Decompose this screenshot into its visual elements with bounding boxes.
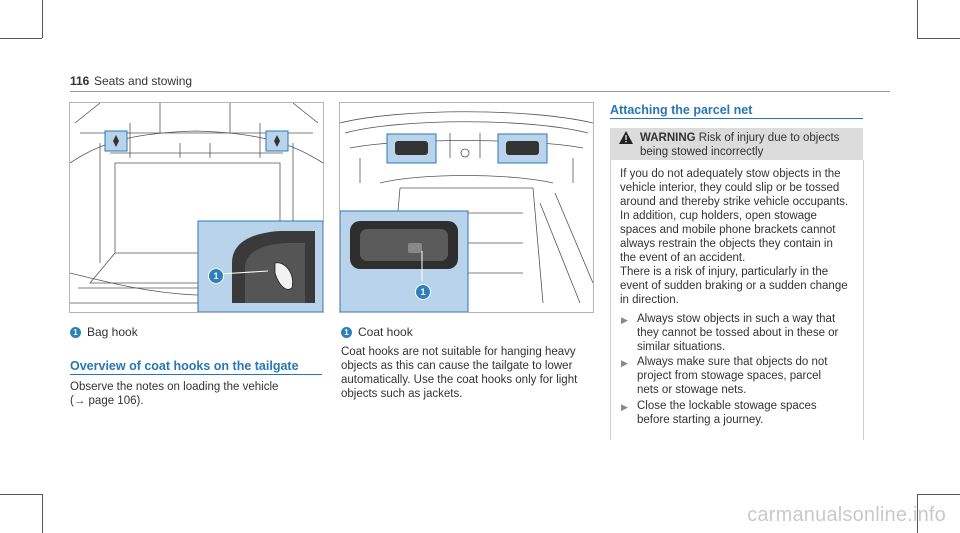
section-heading: Overview of coat hooks on the tailgate [70,359,299,373]
text-line: spaces and mobile phone brackets cannot [620,224,836,236]
bullet-arrow-icon: ▶ [621,315,628,325]
text-line: objects as this can cause the tailgate t… [341,360,573,372]
figure-caption: 1 Bag hook [70,325,138,339]
warning-triangle-icon [619,131,633,144]
header-divider [70,91,890,92]
text-line: automatically. Use the coat hooks only f… [341,374,578,386]
warning-line: being stowed incorrectly [640,146,764,158]
warning-paragraph: If you do not adequately stow objects in… [620,167,860,265]
warning-frame-right [863,160,864,440]
crop-mark [0,38,42,39]
callout-marker: 1 [341,327,352,339]
page-header-title: Seats and stowing [94,74,193,88]
text-line: There is a risk of injury, particularly … [620,266,829,278]
page-reference-link[interactable]: (→ page 106). [70,395,144,407]
watermark: carmanualsonline.info [747,504,946,526]
figure-caption: 1 Coat hook [341,325,413,339]
crop-mark [917,0,918,38]
instruction-item: Always stow objects in such a way that t… [637,313,839,353]
text-line: event of sudden braking or a sudden chan… [620,280,848,292]
section-divider [610,118,863,119]
caption-text: Coat hook [358,325,413,339]
text-line: in direction. [620,294,679,306]
crop-mark [917,494,960,495]
callout-marker: 1 [208,268,224,284]
section-heading: Attaching the parcel net [610,103,753,117]
text-line: Coat hooks are not suitable for hanging … [341,346,576,358]
instruction-item: Always make sure that objects do not pro… [637,356,828,396]
instruction-item: Close the lockable stowage spaces before… [637,400,817,426]
coat-hook-note: Coat hooks are not suitable for hanging … [341,345,596,401]
bullet-arrow-icon: ▶ [621,358,628,368]
text-line: always restrain the objects they contain… [620,238,833,250]
crop-mark [917,494,918,533]
warning-paragraph: There is a risk of injury, particularly … [620,265,860,307]
text-line: objects such as jackets. [341,388,463,400]
trunk-bag-hook-illustration: 1 [69,102,324,313]
callout-marker: 1 [415,284,431,300]
section-divider [70,374,322,375]
warning-label: WARNING [640,132,696,144]
tailgate-coat-hook-illustration: 1 [339,102,594,313]
warning-frame-left [610,160,611,440]
text-line: Observe the notes on loading the vehicle [70,381,279,393]
text-line: around and thereby strike vehicle occupa… [620,196,849,208]
warning-line: Risk of injury due to objects [695,132,840,144]
warning-text: WARNING Risk of injury due to objects be… [640,131,858,159]
text-line: vehicle interior, they could slip or be … [620,182,840,194]
page-number: 116 [70,74,90,88]
text-line: the event of an accident. [620,252,746,264]
crop-mark [917,38,960,39]
bullet-arrow-icon: ▶ [621,402,628,412]
caption-text: Bag hook [87,325,138,339]
crop-mark [42,0,43,38]
crop-mark [0,494,42,495]
body-paragraph: Observe the notes on loading the vehicle… [70,380,322,408]
text-line: If you do not adequately stow objects in… [620,168,841,180]
text-line: In addition, cup holders, open stowage [620,210,817,222]
callout-marker: 1 [70,327,81,339]
crop-mark [42,494,43,533]
warning-box [610,128,863,160]
